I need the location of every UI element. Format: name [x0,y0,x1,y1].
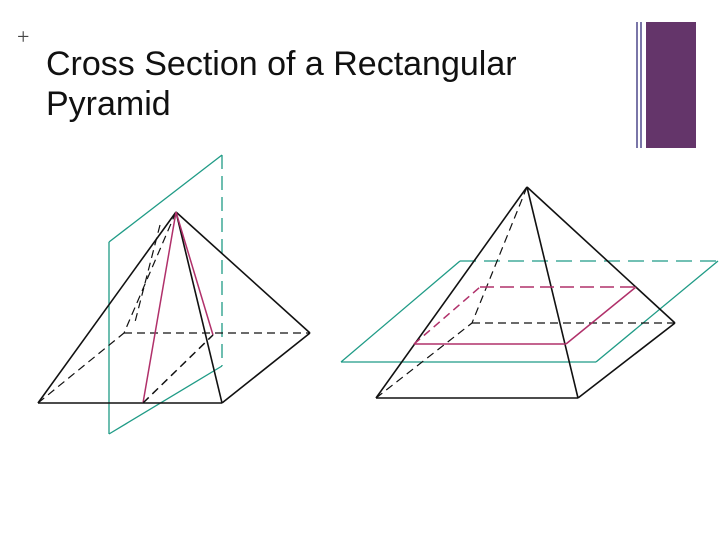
right-base-edge [221,332,311,404]
hidden-back-lateral-edge [123,211,177,334]
plane-bottom-edge [108,365,223,435]
hidden-left-base-edge [375,322,473,399]
accent-bar [646,22,696,148]
section-left-edge [413,286,481,345]
section-right-edge [565,286,637,345]
section-front-edge [142,211,177,404]
hidden-back-lateral-edge [471,186,528,324]
plane-left-edge [340,260,461,363]
hidden-interior-edge [134,224,161,323]
section-back-edge [175,211,214,336]
front-lateral-edge [175,211,223,404]
plane-top-edge [108,154,223,243]
pyramid-1-visible-edges [37,211,311,404]
slide-title-line-2: Pyramid [46,85,171,123]
hidden-left-base-edge [37,332,125,404]
pyramid-1-hidden-edges [37,211,310,404]
vertical-cutting-plane [108,154,223,435]
left-lateral-edge [37,211,177,404]
plus-icon: + [17,24,30,49]
back-right-lateral-edge [526,186,676,324]
pyramid-2-hidden-edges [375,186,675,399]
triangular-cross-section [134,211,214,404]
back-right-lateral-edge [175,211,311,334]
right-base-edge [577,322,676,399]
horizontal-cutting-plane [340,260,719,363]
slide-title-line-1: Cross Section of a Rectangular [46,45,517,83]
rectangular-cross-section [413,286,637,345]
slide-title: Cross Section of a Rectangular Pyramid [46,44,606,124]
left-lateral-edge [375,186,528,399]
pyramid-vertical-cross-section-figure [37,154,311,435]
section-base-edge [142,334,214,404]
plane-right-edge [595,260,719,363]
pyramid-2-visible-edges [375,186,676,399]
accent-bar-outline [636,22,642,148]
pyramid-horizontal-cross-section-figure [340,186,719,399]
front-lateral-edge [526,186,579,399]
